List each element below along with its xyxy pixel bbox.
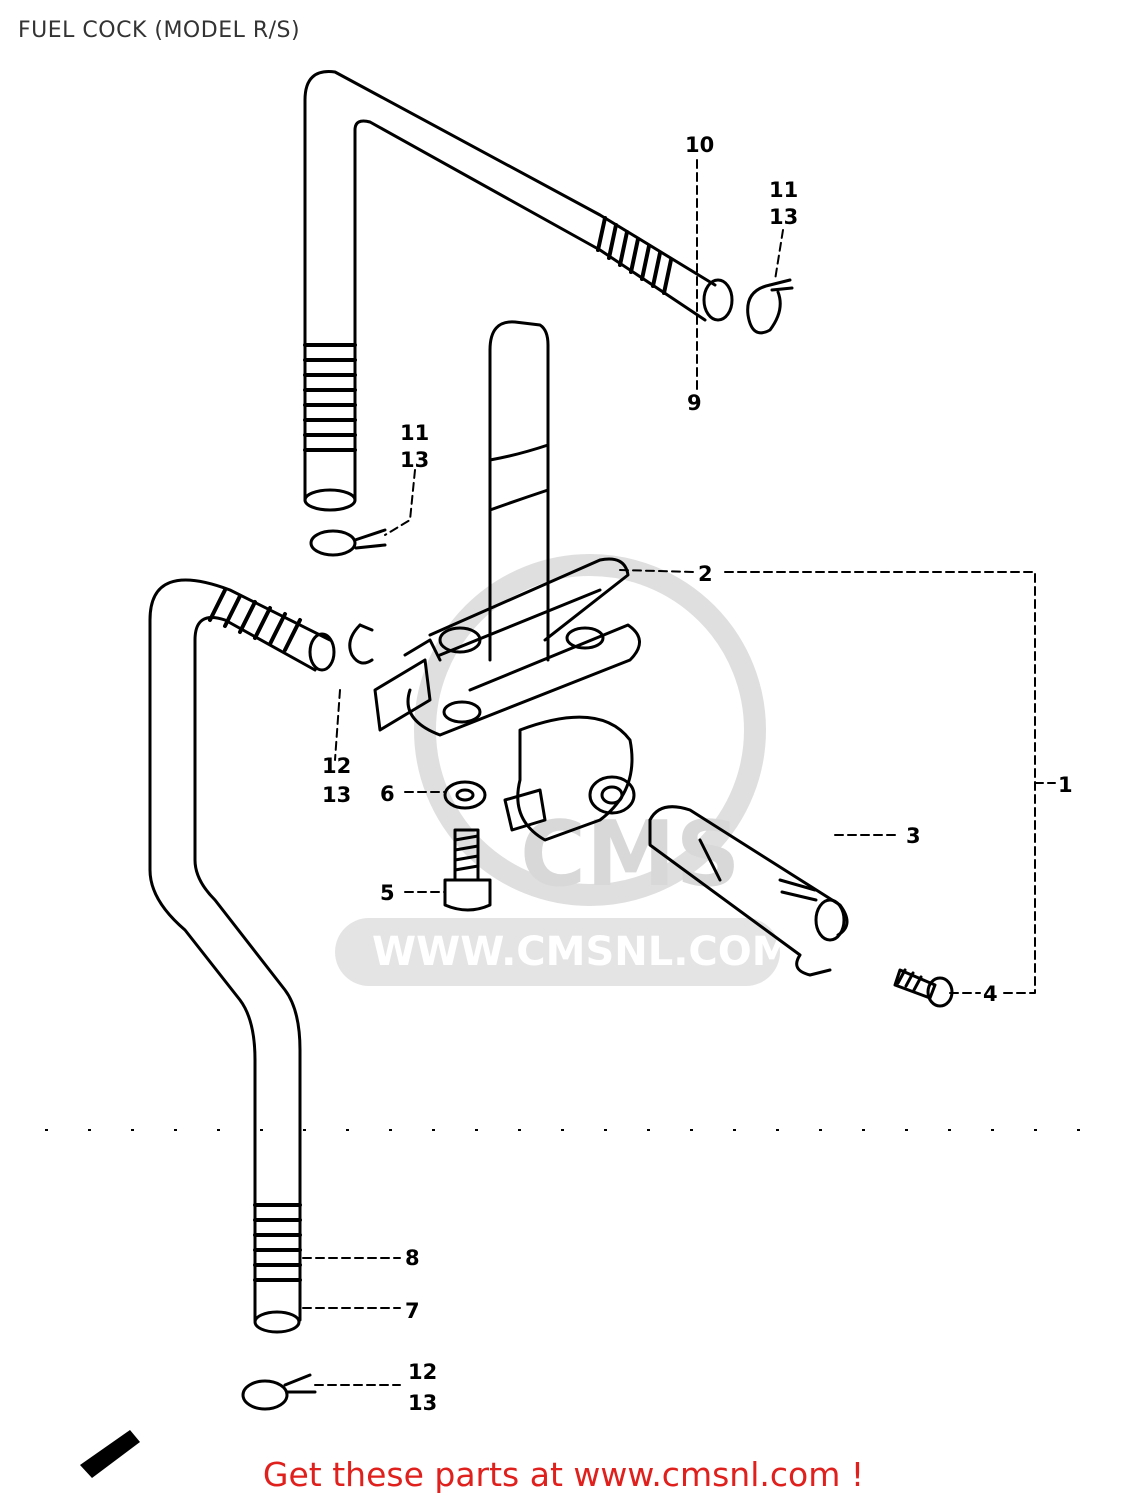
callout-10: 10 (685, 133, 714, 157)
callout-5: 5 (380, 881, 395, 905)
callout-1: 1 (1058, 773, 1073, 797)
upper-fuel-hose (303, 70, 734, 512)
callout-13-upper: 13 (769, 205, 798, 229)
hose-clip-upper (746, 278, 794, 335)
fuel-cock-body (373, 320, 641, 842)
hose-clip-cock (348, 623, 374, 665)
lever (648, 805, 849, 977)
callout-12-lower: 12 (408, 1360, 437, 1384)
callout-9: 9 (687, 391, 702, 415)
callout-7: 7 (405, 1299, 420, 1323)
watermark-url: WWW.CMSNL.COM (372, 929, 792, 975)
diagram-title: FUEL COCK (MODEL R/S) (18, 18, 301, 43)
cms-watermark: CMS WWW.CMSNL.COM (335, 554, 792, 986)
lower-fuel-hose (148, 578, 336, 1334)
callout-6: 6 (380, 782, 395, 806)
callout-11-upper: 11 (769, 178, 798, 202)
callout-12-cock: 12 (322, 754, 351, 778)
leader-lines (302, 159, 1056, 1386)
callout-13-cock: 13 (322, 783, 351, 807)
callout-4: 4 (983, 982, 998, 1006)
hose-clip-lower (241, 1373, 317, 1411)
washer (443, 780, 487, 810)
bolt (443, 828, 492, 912)
callout-labels: 1 2 3 4 5 6 7 8 9 10 11 13 11 13 12 13 1… (322, 133, 1073, 1415)
callout-3: 3 (906, 824, 921, 848)
hose-clip-middle (309, 528, 387, 557)
direction-marker-icon (80, 1430, 140, 1478)
screw (893, 968, 954, 1008)
callout-8: 8 (405, 1246, 420, 1270)
callout-11-middle: 11 (400, 421, 429, 445)
callout-2: 2 (698, 562, 713, 586)
footer-link[interactable]: Get these parts at www.cmsnl.com ! (262, 1455, 865, 1494)
callout-13-middle: 13 (400, 448, 429, 472)
callout-13-lower: 13 (408, 1391, 437, 1415)
